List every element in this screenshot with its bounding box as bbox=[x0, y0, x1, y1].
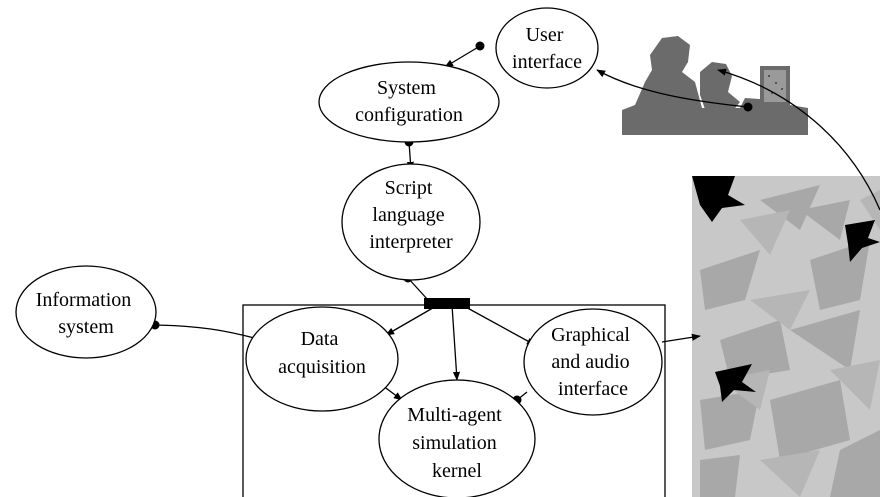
label-line: system bbox=[58, 316, 114, 338]
label-graphical-audio-interface: Graphical and audio interface bbox=[551, 324, 635, 400]
label-line: kernel bbox=[432, 460, 482, 482]
label-line: Script bbox=[385, 177, 433, 199]
node-information-system bbox=[15, 265, 157, 359]
label-line: Graphical bbox=[551, 324, 630, 346]
label-system-configuration: System configuration bbox=[355, 77, 463, 126]
edge-bar-to-kernel bbox=[451, 304, 461, 381]
node-graphical-audio-interface bbox=[523, 308, 663, 416]
label-line: configuration bbox=[355, 104, 463, 126]
label-line: Data bbox=[301, 328, 339, 350]
edge-information-to-acquisition bbox=[154, 324, 263, 341]
edge-graphical-to-view bbox=[661, 333, 701, 343]
label-line: Information bbox=[36, 289, 132, 311]
label-line: and audio bbox=[551, 351, 629, 373]
edge-bar-to-acquisition bbox=[385, 304, 439, 336]
edge-view-to-users bbox=[717, 68, 880, 211]
label-line: Multi-agent bbox=[407, 404, 502, 426]
label-line: interpreter bbox=[369, 231, 453, 253]
label-user-interface: User interface bbox=[512, 24, 582, 73]
edge-script-to-bar bbox=[407, 277, 429, 301]
node-system-configuration bbox=[318, 61, 500, 143]
label-multi-agent-kernel: Multi-agent simulation kernel bbox=[407, 404, 506, 482]
label-line: interface bbox=[558, 378, 628, 400]
node-multi-agent-kernel bbox=[378, 379, 536, 497]
label-information-system: Information system bbox=[36, 289, 137, 338]
node-script-interpreter bbox=[341, 163, 481, 281]
simulation-view-image bbox=[692, 176, 880, 497]
node-data-acquisition bbox=[245, 306, 399, 412]
label-line: language bbox=[372, 204, 444, 226]
edge-users-to-ui bbox=[596, 69, 749, 108]
label-line: interface bbox=[512, 51, 582, 73]
node-user-interface bbox=[495, 7, 599, 89]
label-line: User bbox=[526, 24, 564, 46]
edge-ui-to-config bbox=[444, 45, 481, 68]
label-data-acquisition: Data acquisition bbox=[278, 328, 366, 378]
two-users-at-computer-icon bbox=[622, 36, 808, 135]
edge-bar-to-graphical bbox=[461, 304, 536, 346]
label-line: acquisition bbox=[278, 356, 366, 378]
label-line: simulation bbox=[412, 432, 496, 454]
label-line: System bbox=[377, 77, 436, 99]
synchronization-bar bbox=[424, 298, 470, 309]
label-script-interpreter: Script language interpreter bbox=[369, 177, 453, 253]
